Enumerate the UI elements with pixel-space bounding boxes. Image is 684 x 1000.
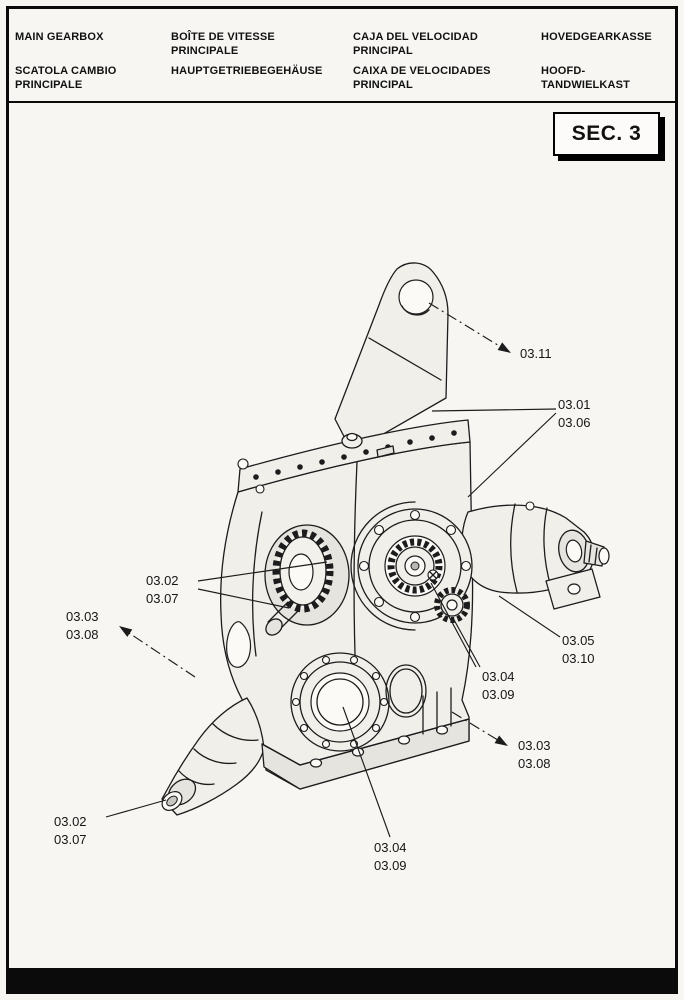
- header-divider: [9, 101, 675, 103]
- section-label: SEC. 3: [571, 122, 642, 145]
- title-spanish: CAJA DEL VELOCIDAD PRINCIPAL: [353, 31, 478, 57]
- title-english: MAIN GEARBOX: [15, 31, 104, 43]
- page-header: MAIN GEARBOX SCATOLA CAMBIO PRINCIPALE B…: [15, 30, 672, 92]
- footer-bar: [9, 968, 675, 991]
- o-ring: [385, 664, 427, 718]
- base-plate: [261, 687, 470, 790]
- header-col-fr-de: BOÎTE DE VITESSE PRINCIPALE HAUPTGETRIEB…: [171, 30, 353, 92]
- cover-plate: [237, 419, 471, 494]
- title-portuguese: CAIXA DE VELOCIDADES PRINCIPAL: [353, 65, 491, 91]
- callout-03-11: 03.11: [520, 346, 552, 361]
- callout-03-03-03-08-left: 03.03 03.08: [66, 609, 99, 642]
- main-flange: [357, 508, 473, 624]
- callout-03-05-03-10: 03.05 03.10: [562, 633, 595, 666]
- bevel-gear: [264, 524, 350, 636]
- top-bracket: [334, 262, 449, 453]
- callout-03-02-03-07-upper: 03.02 03.07: [146, 573, 179, 606]
- header-col-en-it: MAIN GEARBOX SCATOLA CAMBIO PRINCIPALE: [15, 30, 171, 92]
- bottom-flange: [290, 652, 390, 752]
- section-box: SEC. 3: [553, 112, 660, 156]
- output-cone: [161, 697, 265, 816]
- callout-03-01-03-06: 03.01 03.06: [558, 397, 591, 430]
- title-dutch: HOOFD- TANDWIELKAST: [541, 65, 630, 91]
- header-col-da-nl: HOVEDGEARKASSE HOOFD- TANDWIELKAST: [541, 30, 672, 92]
- title-german: HAUPTGETRIEBEGEHÄUSE: [171, 65, 323, 77]
- title-french: BOÎTE DE VITESSE PRINCIPALE: [171, 31, 275, 57]
- title-italian: SCATOLA CAMBIO PRINCIPALE: [15, 65, 117, 91]
- header-col-es-pt: CAJA DEL VELOCIDAD PRINCIPAL CAIXA DE VE…: [353, 30, 541, 92]
- callout-03-03-03-08-lower: 03.03 03.08: [518, 738, 551, 771]
- callout-leaders: [105, 302, 561, 838]
- callout-03-02-03-07-bottom: 03.02 03.07: [54, 814, 87, 847]
- callout-03-04-03-09-mid: 03.04 03.09: [482, 669, 515, 702]
- small-gear: [427, 569, 470, 623]
- title-danish: HOVEDGEARKASSE: [541, 31, 652, 43]
- side-housing: [461, 501, 610, 610]
- callout-03-04-03-09-bottom: 03.04 03.09: [374, 840, 407, 873]
